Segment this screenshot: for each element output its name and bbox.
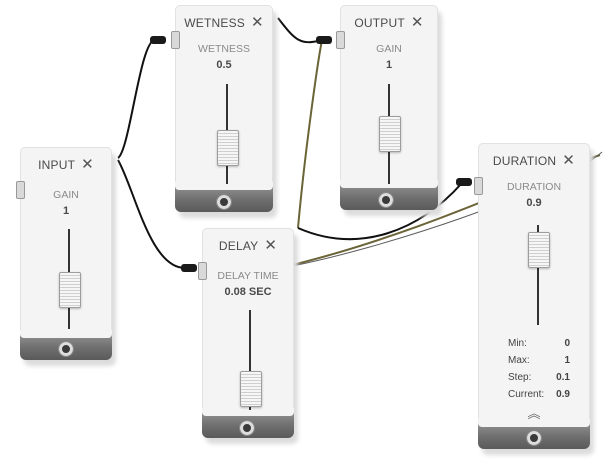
duration-module[interactable]: DURATION✕ DURATION 0.9 Min:0 Max:1 Step:… — [474, 143, 594, 455]
prop-current: Current:0.9 — [508, 389, 570, 400]
cable-plug-output-in[interactable] — [316, 36, 332, 44]
input-gain-value: 1 — [62, 205, 70, 217]
delay-module[interactable]: DELAY✕ DELAY TIME 0.08 SEC — [198, 228, 298, 444]
close-icon[interactable]: ✕ — [264, 236, 278, 254]
prop-max: Max:1 — [508, 355, 570, 366]
wetness-slider[interactable] — [215, 84, 239, 184]
cable-plug-wetness-in[interactable] — [150, 36, 166, 44]
duration-value: 0.9 — [526, 197, 542, 209]
cable-plug-duration-in[interactable] — [456, 178, 472, 186]
duration-input-jack-icon[interactable] — [474, 177, 483, 195]
wetness-module[interactable]: WETNESS✕ WETNESS 0.5 — [171, 5, 277, 218]
input-gain-slider[interactable] — [57, 229, 81, 329]
cable-plug-delay-in[interactable] — [181, 264, 197, 272]
input-module-title: INPUT✕ — [38, 155, 94, 173]
input-module[interactable]: INPUT✕ GAIN 1 — [16, 147, 116, 366]
input-gain-label: GAIN — [53, 189, 79, 201]
delay-input-jack-icon[interactable] — [198, 262, 207, 280]
delay-time-slider[interactable] — [238, 310, 262, 410]
close-icon[interactable]: ✕ — [410, 13, 424, 31]
duration-label: DURATION — [506, 181, 562, 193]
duration-properties: Min:0 Max:1 Step:0.1 Current:0.9 — [508, 338, 570, 406]
output-gain-label: GAIN — [376, 43, 402, 55]
wetness-value: 0.5 — [216, 59, 232, 71]
delay-time-slider-thumb[interactable] — [240, 371, 262, 407]
output-gain-value: 1 — [385, 59, 393, 71]
output-output-jack-icon[interactable] — [379, 193, 393, 207]
wetness-label: WETNESS — [198, 43, 250, 55]
duration-slider-thumb[interactable] — [528, 232, 550, 268]
output-gain-slider[interactable] — [377, 84, 401, 184]
cable-input-to-wetness — [117, 39, 156, 159]
delay-module-title: DELAY✕ — [218, 236, 278, 254]
wetness-slider-thumb[interactable] — [217, 130, 239, 166]
prop-step: Step:0.1 — [508, 372, 570, 383]
close-icon[interactable]: ✕ — [81, 155, 94, 173]
delay-output-jack-icon[interactable] — [240, 421, 254, 435]
delay-time-value: 0.08 SEC — [224, 286, 272, 298]
cable-delay-to-output — [297, 39, 323, 229]
duration-slider[interactable] — [526, 225, 550, 325]
wetness-input-jack-icon[interactable] — [171, 31, 180, 49]
close-icon[interactable]: ✕ — [562, 151, 576, 169]
output-module-title: OUTPUT✕ — [354, 13, 424, 31]
output-input-jack-icon[interactable] — [336, 31, 345, 49]
prop-min: Min:0 — [508, 338, 570, 349]
input-output-jack-icon[interactable] — [59, 342, 73, 356]
output-module[interactable]: OUTPUT✕ GAIN 1 — [336, 5, 442, 216]
input-side-jack-icon[interactable] — [16, 181, 25, 199]
wetness-module-title: WETNESS✕ — [184, 13, 264, 31]
input-gain-slider-thumb[interactable] — [59, 272, 81, 308]
delay-time-label: DELAY TIME — [217, 270, 279, 282]
chevron-up-icon[interactable]: ︽ — [527, 406, 541, 421]
close-icon[interactable]: ✕ — [250, 13, 264, 31]
duration-output-jack-icon[interactable] — [527, 431, 541, 445]
wetness-output-jack-icon[interactable] — [217, 195, 231, 209]
output-gain-slider-thumb[interactable] — [379, 116, 401, 152]
duration-module-title: DURATION✕ — [492, 151, 576, 169]
